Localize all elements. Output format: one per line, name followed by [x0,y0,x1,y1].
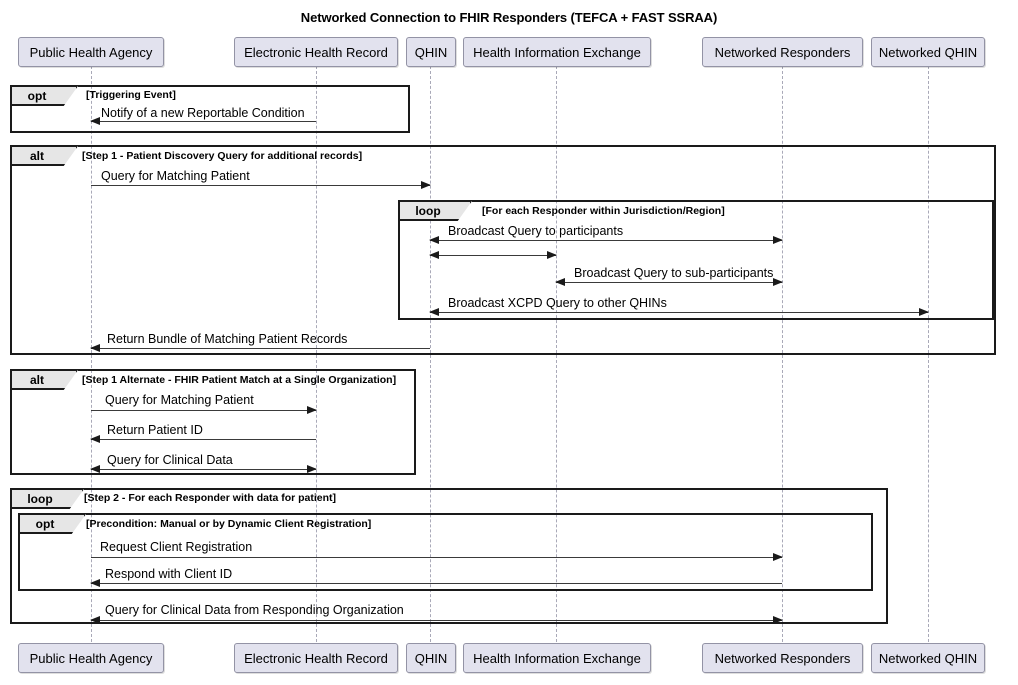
fragment-operator-label: opt [27,88,47,103]
message-line-msg-query-matching-patient-1 [91,181,431,189]
fragment-opt-5: opt [18,513,873,591]
arrowhead-left-icon [90,465,100,473]
arrowhead-right-icon [773,553,783,561]
fragment-operator-tab: alt [12,146,78,167]
message-line-msg-respond-client-id [90,579,782,587]
fragment-operator-label: loop [27,491,53,506]
fragment-operator-label: loop [415,203,441,218]
message-label-msg-notify: Notify of a new Reportable Condition [101,106,305,120]
fragment-condition-3: [Step 1 Alternate - FHIR Patient Match a… [82,374,397,386]
fragment-tab-notch-icon [457,201,472,222]
fragment-alt-1: alt [10,145,996,355]
arrowhead-left-icon [429,236,439,244]
message-label-msg-return-bundle: Return Bundle of Matching Patient Record… [107,332,348,346]
message-line-msg-return-bundle [90,344,430,352]
arrowhead-right-icon [773,278,783,286]
message-line-msg-broadcast-xcpd [429,308,929,316]
message-label-msg-broadcast-participants: Broadcast Query to participants [448,224,624,238]
fragment-opt-0: opt [10,85,410,133]
arrowhead-left-icon [555,278,565,286]
fragment-operator-tab: opt [20,514,86,535]
arrowhead-left-icon [429,251,439,259]
message-line-msg-query-clinical-data-responding-org [90,616,783,624]
message-label-msg-return-patient-id: Return Patient ID [107,423,203,437]
message-line-msg-notify [90,117,316,125]
fragment-condition-0: [Triggering Event] [86,89,176,101]
fragment-tab-notch-icon [71,514,86,535]
participant-pha-top[interactable]: Public Health Agency [18,37,164,67]
participant-hie-top[interactable]: Health Information Exchange [463,37,651,67]
arrowhead-right-icon [547,251,557,259]
page-title: Networked Connection to FHIR Responders … [300,10,718,25]
arrowhead-right-icon [919,308,929,316]
message-label-msg-respond-client-id: Respond with Client ID [105,567,233,581]
arrowhead-right-icon [307,406,317,414]
arrowhead-right-icon [307,465,317,473]
message-label-msg-broadcast-subparticipants: Broadcast Query to sub-participants [574,266,774,280]
arrowhead-left-icon [90,435,100,443]
arrowhead-left-icon [90,579,100,587]
message-line-msg-return-patient-id [90,435,316,443]
message-label-msg-query-matching-patient-1: Query for Matching Patient [101,169,250,183]
message-label-msg-query-clinical-data-responding-org: Query for Clinical Data from Responding … [105,603,404,617]
fragment-operator-label: alt [29,372,44,387]
participant-nresp-top[interactable]: Networked Responders [702,37,863,67]
participant-hie-bottom[interactable]: Health Information Exchange [463,643,651,673]
participant-pha-bottom[interactable]: Public Health Agency [18,643,164,673]
fragment-operator-tab: opt [12,86,78,107]
participant-ehr-top[interactable]: Electronic Health Record [234,37,398,67]
participant-nqhin-bottom[interactable]: Networked QHIN [871,643,985,673]
fragment-operator-tab: loop [12,489,84,510]
message-label-msg-broadcast-xcpd: Broadcast XCPD Query to other QHINs [448,296,667,310]
arrowhead-left-icon [429,308,439,316]
participant-qhin-top[interactable]: QHIN [406,37,456,67]
message-line-msg-query-clinical-data [90,465,317,473]
fragment-condition-5: [Precondition: Manual or by Dynamic Clie… [86,518,372,530]
fragment-condition-1: [Step 1 - Patient Discovery Query for ad… [82,150,363,162]
fragment-operator-label: alt [29,148,44,163]
fragment-tab-notch-icon [69,489,84,510]
fragment-operator-tab: loop [400,201,472,222]
message-label-msg-request-client-registration: Request Client Registration [100,540,253,554]
fragment-loop-4: loop [10,488,888,624]
message-line-msg-broadcast-subparticipants [555,278,783,286]
fragment-tab-notch-icon [63,146,78,167]
message-line-msg-request-client-registration [91,553,783,561]
arrowhead-right-icon [773,236,783,244]
arrowhead-left-icon [90,117,100,125]
message-line-msg-query-matching-patient-2 [91,406,317,414]
message-line-msg-broadcast-participants [429,236,783,244]
fragment-operator-label: opt [35,516,55,531]
arrowhead-right-icon [773,616,783,624]
fragment-tab-notch-icon [63,370,78,391]
message-label-msg-query-matching-patient-2: Query for Matching Patient [105,393,254,407]
message-label-msg-query-clinical-data: Query for Clinical Data [107,453,233,467]
arrowhead-left-icon [90,344,100,352]
arrowhead-right-icon [421,181,431,189]
fragment-condition-2: [For each Responder within Jurisdiction/… [482,205,725,217]
fragment-operator-tab: alt [12,370,78,391]
participant-ehr-bottom[interactable]: Electronic Health Record [234,643,398,673]
participant-nresp-bottom[interactable]: Networked Responders [702,643,863,673]
participant-nqhin-top[interactable]: Networked QHIN [871,37,985,67]
arrowhead-left-icon [90,616,100,624]
fragment-tab-notch-icon [63,86,78,107]
fragment-loop-2: loop [398,200,994,320]
fragment-alt-3: alt [10,369,416,475]
fragment-condition-4: [Step 2 - For each Responder with data f… [84,492,337,504]
message-line-msg-broadcast-participants-2 [429,251,557,259]
participant-qhin-bottom[interactable]: QHIN [406,643,456,673]
